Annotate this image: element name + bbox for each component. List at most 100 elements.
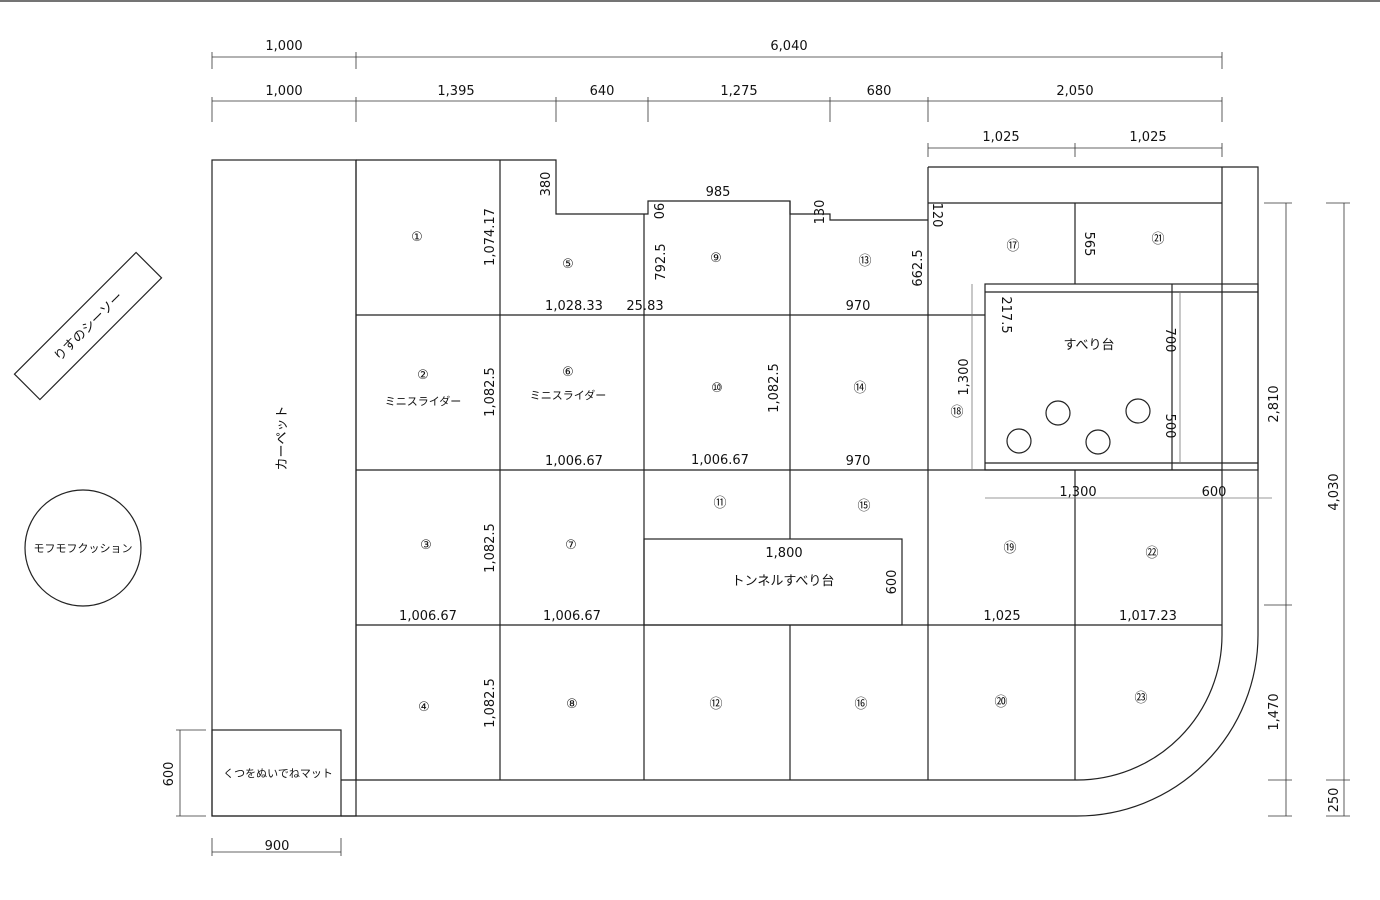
tunnel-height: 600 xyxy=(885,570,900,595)
dim-25: 25.83 xyxy=(626,299,663,314)
squirrel-seesaw: りすのシーソー xyxy=(13,251,163,401)
dim-565: 565 xyxy=(1081,232,1096,257)
cell-4: ④ xyxy=(418,700,430,715)
dim-right-half-2: 1,025 xyxy=(1129,130,1166,145)
cushion-label: モフモフクッション xyxy=(34,542,133,555)
cell-7: ⑦ xyxy=(565,538,577,553)
slide-dim-600: 600 xyxy=(1202,485,1227,500)
cell-21: ㉑ xyxy=(1151,232,1164,247)
dim-1082-d: 1,082.5 xyxy=(767,363,782,413)
dim-1074: 1,074.17 xyxy=(483,208,498,266)
carpet-area: カーペット xyxy=(211,159,357,817)
dim-970-a: 970 xyxy=(846,299,871,314)
slide-label: すべり台 xyxy=(1063,338,1114,353)
dim-1006-b: 1,006.67 xyxy=(691,453,749,468)
tunnel-width: 1,800 xyxy=(765,546,802,561)
dim-seg-6: 2,050 xyxy=(1056,84,1093,99)
cell-2: ② xyxy=(417,368,429,383)
top-dimension-row-1: 1,000 6,040 xyxy=(211,39,1223,69)
cell-15: ⑮ xyxy=(857,499,870,514)
dim-120: 120 xyxy=(929,203,944,228)
dim-1006-d: 1,006.67 xyxy=(543,609,601,624)
dim-1006-a: 1,006.67 xyxy=(545,454,603,469)
cell-9: ⑨ xyxy=(710,251,722,266)
cell-13: ⑬ xyxy=(858,254,871,269)
slide-dim-1300-v: 1,300 xyxy=(957,358,972,395)
slide-dim-500: 500 xyxy=(1162,414,1177,439)
shoe-mat-label: くつをぬいでねマット xyxy=(223,767,333,780)
dim-right-250: 250 xyxy=(1327,788,1342,813)
cell-6: ⑥ xyxy=(562,365,574,380)
slide-dim-1300-h: 1,300 xyxy=(1059,485,1096,500)
hole-circle xyxy=(1045,400,1071,426)
dim-1082-b: 1,082.5 xyxy=(483,523,498,573)
cell-dimensions: 1,074.17 1,082.5 1,082.5 1,082.5 1,082.5… xyxy=(399,172,1177,728)
slide-structure: すべり台 217.5 700 500 1,300 1,300 600 xyxy=(957,283,1272,500)
dim-130: 130 xyxy=(813,200,828,225)
cell-23: ㉓ xyxy=(1134,691,1147,706)
top-dimension-row-3: 1,025 1,025 xyxy=(927,130,1223,157)
mini-slider-label: ミニスライダー xyxy=(385,394,462,408)
dim-right-1470: 1,470 xyxy=(1267,693,1282,730)
dim-seg-5: 680 xyxy=(867,84,892,99)
fluffy-cushion: モフモフクッション xyxy=(24,489,142,607)
curved-path-outer xyxy=(341,166,1259,817)
tunnel-slide-label: トンネルすべり台 xyxy=(732,574,835,589)
dim-mat-height: 600 xyxy=(162,762,177,787)
dim-right-half-1: 1,025 xyxy=(982,130,1019,145)
cell-11: ⑪ xyxy=(713,496,726,511)
seesaw-label: りすのシーソー xyxy=(52,290,127,365)
dim-1006-c: 1,006.67 xyxy=(399,609,457,624)
slide-dim-700: 700 xyxy=(1162,328,1177,353)
dim-overall-right: 6,040 xyxy=(770,39,807,54)
dim-1028: 1,028.33 xyxy=(545,299,603,314)
cell-5: ⑤ xyxy=(562,257,574,272)
hole-circle xyxy=(1125,398,1151,424)
dim-1025: 1,025 xyxy=(983,609,1020,624)
cell-12: ⑫ xyxy=(709,697,722,712)
dim-792: 792.5 xyxy=(654,243,669,280)
cell-10: ⑩ xyxy=(711,381,723,396)
dim-1082-a: 1,082.5 xyxy=(483,367,498,417)
dim-seg-1: 1,000 xyxy=(265,84,302,99)
dim-1082-c: 1,082.5 xyxy=(483,678,498,728)
right-dimension-outer: 4,030 250 xyxy=(1326,202,1350,817)
cell-19: ⑲ xyxy=(1003,541,1016,556)
mat-dimensions: 600 900 xyxy=(162,729,342,856)
shoe-mat: くつをぬいでねマット xyxy=(211,729,342,817)
dim-seg-2: 1,395 xyxy=(437,84,474,99)
dim-seg-4: 1,275 xyxy=(720,84,757,99)
top-dimension-row-2: 1,000 1,395 640 1,275 680 2,050 xyxy=(211,84,1223,122)
cell-8: ⑧ xyxy=(566,697,578,712)
carpet-label: カーペット xyxy=(275,405,290,470)
cell-22: ㉒ xyxy=(1145,546,1158,561)
dim-970-b: 970 xyxy=(846,454,871,469)
curved-path-inner xyxy=(341,167,1223,781)
cell-20: ⑳ xyxy=(994,695,1007,710)
cell-16: ⑯ xyxy=(854,697,867,712)
dim-90: 90 xyxy=(650,203,665,220)
right-dimension-inner: 2,810 1,470 xyxy=(1264,202,1292,817)
dim-overall-left: 1,000 xyxy=(265,39,302,54)
dim-right-2810: 2,810 xyxy=(1267,385,1282,422)
dim-662: 662.5 xyxy=(911,249,926,286)
cell-18: ⑱ xyxy=(950,405,963,420)
dim-1017: 1,017.23 xyxy=(1119,609,1177,624)
slide-dim-217: 217.5 xyxy=(998,296,1013,333)
cell-17: ⑰ xyxy=(1006,239,1019,254)
mini-slider-label: ミニスライダー xyxy=(530,388,607,402)
dim-985: 985 xyxy=(706,185,731,200)
cell-14: ⑭ xyxy=(853,381,866,396)
dim-right-4030: 4,030 xyxy=(1327,473,1342,510)
hole-circle xyxy=(1085,429,1111,455)
hole-circle xyxy=(1006,428,1032,454)
cell-labels: ① ⑤ ⑨ ⑬ ⑰ ㉑ ② ミニスライダー ⑥ ミニスライダー ⑩ ⑭ ⑱ ③ … xyxy=(385,230,1165,715)
dim-mat-width: 900 xyxy=(265,839,290,854)
cell-3: ③ xyxy=(420,538,432,553)
tunnel-slide: トンネルすべり台 1,800 600 xyxy=(643,538,903,626)
dim-380: 380 xyxy=(539,172,554,197)
cell-1: ① xyxy=(411,230,423,245)
top-stepped-outline xyxy=(356,159,928,221)
dim-seg-3: 640 xyxy=(590,84,615,99)
